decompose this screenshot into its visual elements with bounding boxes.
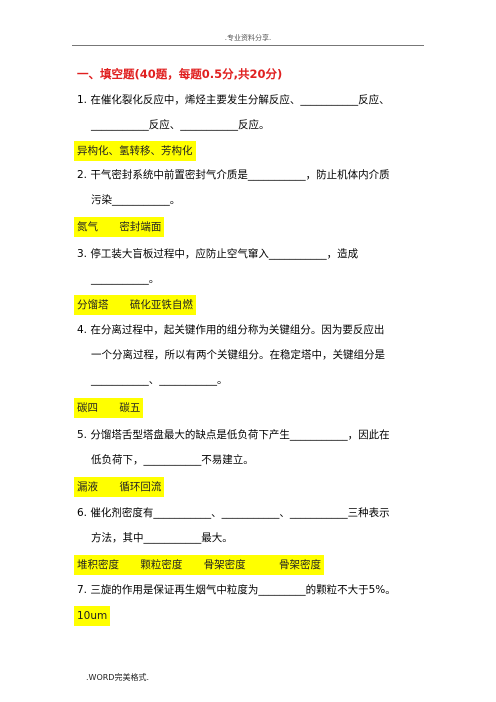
question-3-line-2: ___________。 bbox=[91, 273, 160, 285]
question-5-line-1: 5. 分馏塔舌型塔盘最大的缺点是低负荷下产生___________，因此在 bbox=[77, 429, 390, 441]
answer-6: 堆积密度 颗粒密度 骨架密度 骨架密度 bbox=[74, 555, 325, 575]
section-title: 一、填空题(40题，每题0.5分,共20分) bbox=[77, 67, 283, 81]
question-7-line-1: 7. 三旋的作用是保证再生烟气中粒度为_________的颗粒不大于5%。 bbox=[77, 584, 396, 596]
question-5-line-2: 低负荷下，___________不易建立。 bbox=[91, 454, 254, 466]
question-5: 5. 分馏塔舌型塔盘最大的缺点是低负荷下产生___________，因此在 低负… bbox=[77, 423, 390, 473]
question-4-line-1: 4. 在分离过程中，起关键作用的组分称为关键组分。因为要反应出 bbox=[77, 324, 385, 336]
question-6: 6. 催化剂密度有___________、___________、_______… bbox=[77, 501, 390, 551]
question-2-line-2: 污染___________。 bbox=[91, 194, 181, 206]
answer-2: 氮气 密封端面 bbox=[74, 217, 165, 237]
question-1-line-1: 1. 在催化裂化反应中，烯烃主要发生分解反应、___________反应、 bbox=[77, 94, 390, 106]
question-4-line-2: 一个分离过程，所以有两个关键组分。在稳定塔中，关键组分是 bbox=[91, 349, 385, 361]
question-7: 7. 三旋的作用是保证再生烟气中粒度为_________的颗粒不大于5%。 bbox=[77, 578, 396, 603]
answer-4: 碳四 碳五 bbox=[74, 398, 144, 418]
question-3-line-1: 3. 停工装大盲板过程中，应防止空气窜入___________，造成 bbox=[77, 248, 359, 260]
question-6-line-2: 方法，其中___________最大。 bbox=[91, 532, 233, 544]
question-2: 2. 干气密封系统中前置密封气介质是___________，防止机体内介质 污染… bbox=[77, 163, 390, 213]
question-6-line-1: 6. 催化剂密度有___________、___________、_______… bbox=[77, 507, 390, 519]
question-4: 4. 在分离过程中，起关键作用的组分称为关键组分。因为要反应出 一个分离过程，所… bbox=[77, 318, 385, 393]
question-1: 1. 在催化裂化反应中，烯烃主要发生分解反应、___________反应、 __… bbox=[77, 88, 390, 138]
question-3: 3. 停工装大盲板过程中，应防止空气窜入___________，造成 _____… bbox=[77, 242, 358, 292]
answer-7: 10um bbox=[74, 606, 111, 626]
page-header: .专业资料分享. bbox=[224, 34, 272, 42]
question-4-line-3: ___________、___________。 bbox=[91, 374, 228, 386]
answer-5: 漏液 循环回流 bbox=[74, 477, 165, 497]
question-1-line-2: ___________反应、___________反应。 bbox=[91, 119, 270, 131]
answer-1: 异构化、氢转移、芳构化 bbox=[74, 141, 196, 161]
question-2-line-1: 2. 干气密封系统中前置密封气介质是___________，防止机体内介质 bbox=[77, 169, 390, 181]
answer-3: 分馏塔 硫化亚铁自燃 bbox=[74, 295, 196, 315]
page-footer: .WORD完美格式. bbox=[86, 673, 150, 682]
header-divider bbox=[72, 45, 424, 46]
